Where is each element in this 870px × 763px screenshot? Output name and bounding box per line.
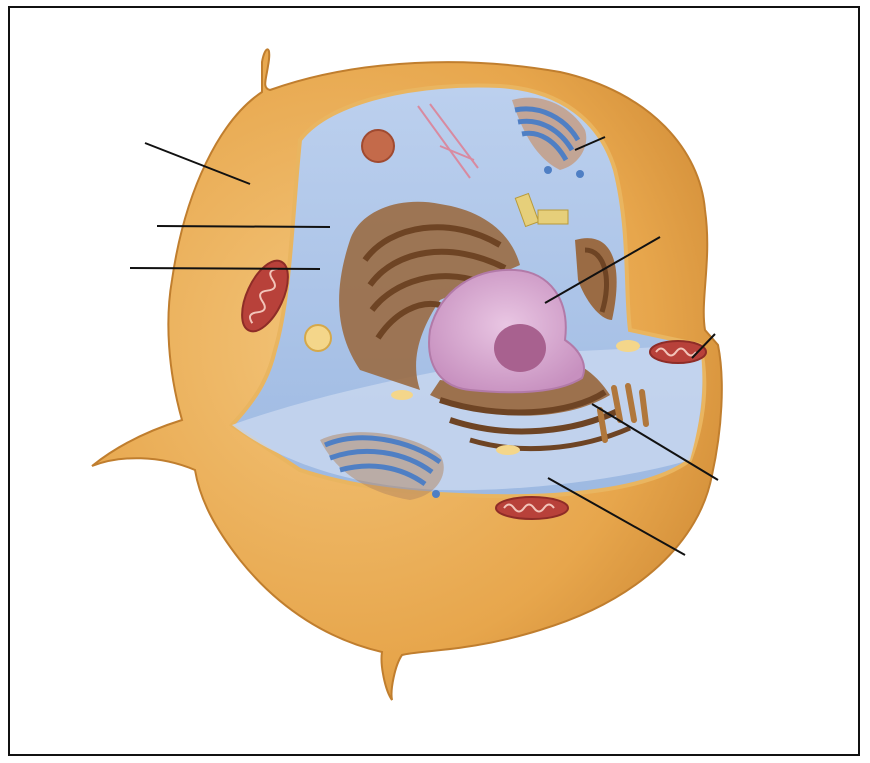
nucleolus (494, 324, 546, 372)
leader-line-3 (130, 268, 320, 269)
leader-line-2 (157, 226, 330, 227)
